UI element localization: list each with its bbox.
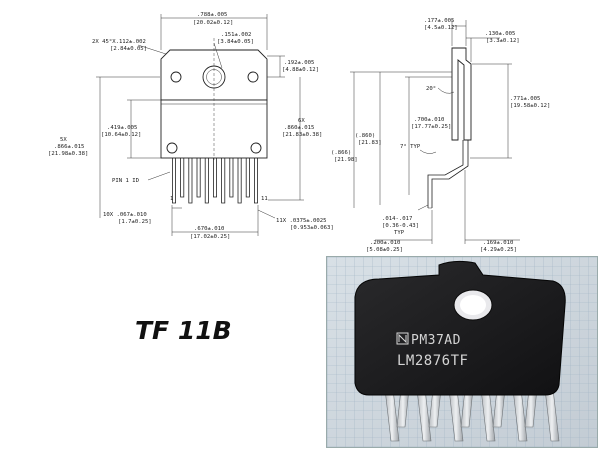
dim-side-866: (.866) (331, 150, 351, 156)
dim-side-height-b-mm: [19.58±0.12] (510, 103, 550, 109)
body-marker-left (166, 142, 178, 154)
front-view: .788±.005 [20.02±0.12] 2X 45°X.112±.002 … (48, 12, 334, 240)
dim-side-offset-a: .200±.010 (370, 240, 400, 246)
dim-hole-height: .192±.005 (284, 60, 314, 66)
dim-side-866-mm: [21.98] (334, 157, 358, 163)
dim-side-thickness-mm: [4.5±0.12] (424, 25, 458, 31)
dim-side-height-a-mm: [17.77±0.25] (411, 124, 451, 130)
dim-side-offset-b: .169±.010 (483, 240, 513, 246)
dim-side-angle: 20° (426, 86, 436, 92)
front-pin (237, 158, 242, 204)
tab-marker-right (247, 71, 259, 83)
dim-6x: 6X (298, 118, 305, 124)
front-pin (221, 158, 226, 204)
front-pin (229, 158, 234, 198)
front-pin (204, 158, 209, 204)
dim-lead-thick-mm: [0.36-0.43] (382, 223, 419, 229)
front-pin (213, 158, 217, 198)
chip-body (354, 260, 566, 396)
tab-marker-left (170, 71, 182, 83)
front-pin (245, 158, 250, 198)
dim-side-860: (.860) (355, 133, 375, 139)
chip-leads (384, 388, 560, 442)
dim-chamfer-mm: [2.84±0.05] (110, 46, 147, 52)
dim-side-height-a: .700±.010 (414, 117, 444, 123)
dim-side-angle-typ: 7° TYP (400, 144, 421, 150)
dim-side-offset-a-mm: [5.08±0.25] (366, 247, 403, 253)
dim-width-total: .788±.005 (197, 12, 227, 18)
side-view: .177±.005 [4.5±0.12] .130±.005 [3.3±0.12… (331, 18, 550, 253)
package-title: TF 11B (135, 316, 232, 345)
front-pin (254, 158, 258, 204)
dim-pin-pitch-mm: [0.953±0.063] (290, 225, 334, 231)
dim-6x-value: .860±.015 (284, 125, 314, 131)
front-pins (172, 158, 258, 204)
dim-6x-mm: [21.83±0.38] (282, 132, 322, 138)
chip-photo: PM37AD LM2876TF (326, 256, 598, 448)
pin-number-11: 11 (261, 196, 268, 202)
dim-side-tab-mm: [3.3±0.12] (486, 38, 520, 44)
dim-body-height-mm: [10.64±0.12] (101, 132, 141, 138)
body-marker-right (250, 142, 262, 154)
side-lead (427, 140, 464, 208)
dim-hole-diameter-mm: [3.84±0.05] (217, 39, 254, 45)
dim-body-height: .419±.005 (107, 125, 137, 131)
dim-pin-width-mm: [1.7±0.25] (118, 219, 152, 225)
chip-marking-line1: PM37AD (411, 333, 461, 348)
dim-lead-thick-typ: TYP (394, 230, 405, 236)
dim-5x-mm: [21.98±0.38] (48, 151, 88, 157)
dim-lead-thick: .014-.017 (382, 216, 412, 222)
dim-hole-height-mm: [4.88±0.12] (282, 67, 319, 73)
dim-pin-width: 10X .067±.010 (103, 212, 147, 218)
dim-5x: 5X (60, 137, 67, 143)
pin-number-1: 1 (170, 196, 173, 202)
front-pin (180, 158, 185, 198)
dim-pin-span-mm: [17.02±0.25] (190, 234, 230, 240)
dim-pin-pitch: 11X .0375±.0025 (276, 218, 327, 224)
dim-chamfer: 2X 45°X.112±.002 (92, 39, 146, 45)
dim-hole-diameter: .151±.002 (221, 32, 251, 38)
manufacturer-logo-icon (396, 332, 409, 345)
dim-side-height-b: .771±.005 (510, 96, 540, 102)
front-pin (172, 158, 176, 204)
dim-pin-span: .670±.010 (194, 226, 224, 232)
side-body (451, 47, 472, 141)
front-pin (196, 158, 201, 198)
chip-marking-line2: LM2876TF (397, 353, 468, 369)
front-pin (188, 158, 193, 204)
dim-width-total-mm: [20.02±0.12] (193, 20, 233, 26)
dim-side-860-mm: [21.83] (358, 140, 382, 146)
dim-side-tab: .130±.005 (485, 31, 515, 37)
dim-5x-value: .866±.015 (54, 144, 84, 150)
chip-photo-svg: PM37AD LM2876TF (327, 257, 597, 447)
dim-side-thickness: .177±.005 (424, 18, 454, 24)
pin1-id: PIN 1 ID (112, 178, 140, 184)
dim-side-offset-b-mm: [4.29±0.25] (480, 247, 517, 253)
